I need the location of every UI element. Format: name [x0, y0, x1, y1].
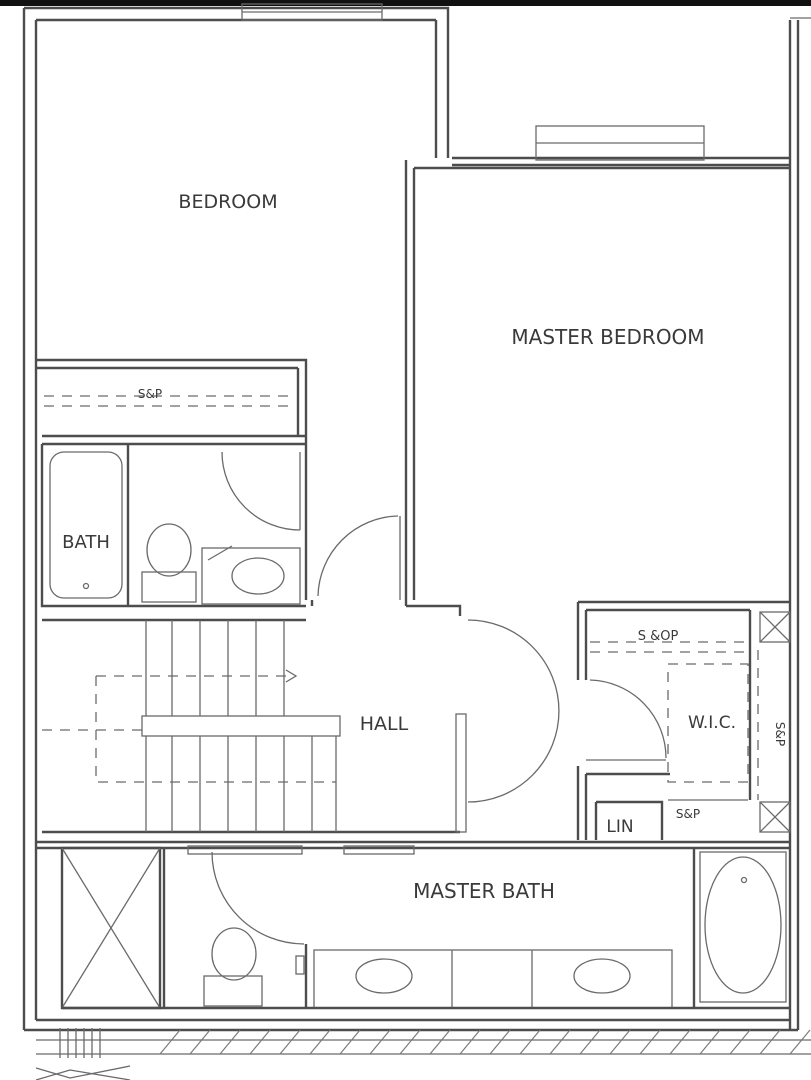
bottom-hatch-band — [35, 1028, 811, 1080]
window-bedroom — [241, 3, 383, 21]
label-wic-bottom-shelf: S&P — [676, 807, 700, 821]
label-wic: W.I.C. — [688, 713, 736, 733]
label-bedroom-closet: S&P — [138, 387, 162, 401]
hall-bath-fixtures — [40, 444, 306, 608]
label-bath: BATH — [62, 532, 110, 553]
window-master-bedroom — [535, 125, 705, 161]
staircase — [42, 618, 460, 834]
scan-top-band — [0, 0, 811, 6]
label-bedroom: BEDROOM — [178, 191, 277, 213]
label-lin: LIN — [606, 817, 633, 837]
label-wic-side-shelf: S&P — [773, 722, 787, 746]
label-wic-top-shelf: S &OP — [638, 629, 679, 644]
walk-in-closet — [576, 600, 791, 840]
hall-walls — [310, 160, 560, 833]
label-master-bedroom: MASTER BEDROOM — [511, 325, 704, 349]
label-master-bath: MASTER BATH — [413, 879, 555, 903]
label-hall: HALL — [360, 713, 409, 735]
bedroom-walls — [36, 20, 438, 600]
master-bath-fixtures — [36, 840, 790, 1010]
exterior-walls — [22, 6, 811, 1032]
